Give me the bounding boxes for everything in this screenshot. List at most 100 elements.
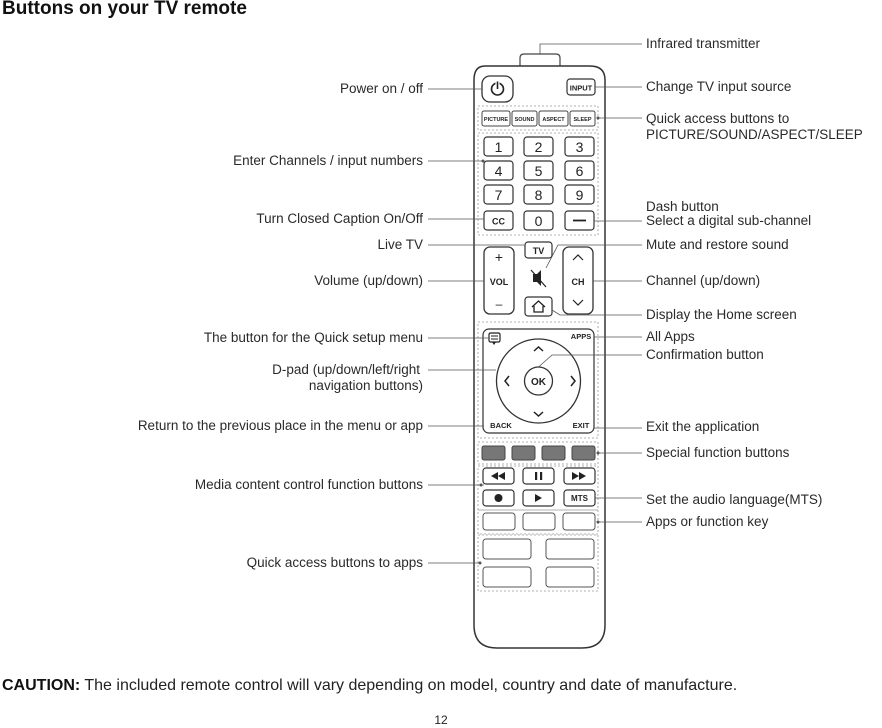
caution-text: The included remote control will vary de… [80, 677, 738, 694]
label-input: Change TV input source [646, 79, 792, 94]
digit-button-6[interactable] [564, 160, 595, 181]
digit-button-3[interactable] [564, 136, 595, 157]
label-media: Media content control function buttons [194, 477, 423, 492]
caution-note: CAUTION: The included remote control wil… [2, 677, 737, 695]
app-key-2 [522, 512, 556, 531]
label-app-key: Apps or function key [646, 514, 769, 529]
zero-button [523, 210, 554, 231]
svg-text:0: 0 [535, 213, 543, 229]
digit-label-5: 5 [535, 163, 543, 179]
label-apps: All Apps [646, 329, 695, 344]
page-title: Buttons on your TV remote [2, 0, 247, 19]
quick-setup-icon [488, 332, 501, 345]
svg-text:SOUND: SOUND [515, 117, 535, 123]
label-power: Power on / off [339, 81, 423, 96]
digit-button-5[interactable] [523, 160, 554, 181]
digit-button-7[interactable] [483, 184, 514, 205]
pause-button [522, 467, 555, 485]
svg-text:MTS: MTS [571, 494, 589, 503]
cc-button [483, 210, 514, 231]
svg-text:CC: CC [492, 217, 505, 227]
label-dpad-line2: navigation buttons) [308, 378, 423, 393]
special-button-2 [511, 445, 536, 461]
digit-label-7: 7 [495, 187, 503, 203]
svg-text:BACK: BACK [490, 421, 512, 430]
digit-label-6: 6 [576, 163, 584, 179]
digit-button-2[interactable] [523, 136, 554, 157]
digit-label-4: 4 [495, 163, 503, 179]
label-ir: Infrared transmitter [646, 36, 761, 51]
svg-text:+: + [495, 249, 503, 265]
label-back: Return to the previous place in the menu… [137, 418, 423, 433]
label-channel: Channel (up/down) [646, 273, 761, 288]
quick-app-4 [545, 566, 595, 588]
digit-label-1: 1 [495, 139, 503, 155]
volume-rocker [483, 246, 515, 315]
svg-text:ASPECT: ASPECT [542, 117, 565, 123]
digit-label-8: 8 [535, 187, 543, 203]
aspect-button [538, 110, 569, 127]
svg-text:–: – [496, 297, 503, 311]
digit-button-8[interactable] [523, 184, 554, 205]
digit-button-9[interactable] [564, 184, 595, 205]
input-label: INPUT [570, 84, 593, 93]
digit-button-1[interactable] [483, 136, 514, 157]
label-dash-2: Select a digital sub-channel [646, 213, 812, 228]
dpad-right-icon [570, 375, 576, 387]
label-dash-1: Dash button [646, 199, 719, 214]
special-button-3 [541, 445, 566, 461]
channel-rocker [562, 246, 594, 315]
fast-forward-icon [572, 472, 586, 480]
svg-text:OK: OK [531, 377, 547, 388]
label-livetv: Live TV [377, 237, 423, 252]
page-number: 12 [434, 713, 448, 727]
chevron-down-icon [572, 299, 584, 306]
home-button [524, 296, 553, 317]
special-button-1 [481, 445, 506, 461]
label-mute: Mute and restore sound [646, 237, 789, 252]
label-quick-setup: The button for the Quick setup menu [203, 330, 423, 345]
digit-button-4[interactable] [483, 160, 514, 181]
svg-text:CH: CH [572, 277, 585, 287]
label-ok: Confirmation button [646, 347, 764, 362]
tv-button [524, 241, 553, 259]
label-dpad-line1: D-pad (up/down/left/right [272, 362, 420, 377]
quick-app-3 [482, 566, 532, 588]
special-button-4 [571, 445, 596, 461]
svg-text:TV: TV [533, 246, 545, 256]
app-key-3 [562, 512, 596, 531]
svg-text:PICTURE: PICTURE [484, 117, 508, 123]
label-quick-access-2: PICTURE/SOUND/ASPECT/SLEEP [646, 127, 863, 142]
label-mts: Set the audio language(MTS) [646, 492, 823, 507]
label-home: Display the Home screen [646, 307, 797, 322]
mute-icon [530, 269, 547, 288]
label-quick-apps: Quick access buttons to apps [246, 555, 423, 570]
quick-app-1 [482, 538, 532, 560]
home-icon [531, 300, 546, 313]
svg-text:EXIT: EXIT [573, 421, 590, 430]
app-key-1 [482, 512, 516, 531]
caution-label: CAUTION: [2, 677, 81, 694]
label-cc: Turn Closed Caption On/Off [256, 211, 423, 226]
chevron-up-icon [572, 254, 584, 261]
play-icon [535, 494, 542, 502]
svg-text:APPS: APPS [571, 332, 591, 341]
leader-lines [428, 43, 642, 564]
label-numbers: Enter Channels / input numbers [233, 153, 423, 168]
svg-text:SLEEP: SLEEP [573, 117, 591, 123]
label-quick-access-1: Quick access buttons to [646, 111, 790, 126]
label-exit: Exit the application [646, 419, 760, 434]
record-icon [494, 494, 503, 502]
digit-label-3: 3 [576, 139, 584, 155]
label-special: Special function buttons [646, 445, 790, 460]
dpad-left-icon [504, 375, 510, 387]
quick-app-2 [545, 538, 595, 560]
picture-button [481, 110, 511, 127]
rewind-icon [491, 472, 505, 480]
dpad-up-icon [533, 345, 544, 352]
sleep-button [569, 110, 596, 127]
dpad-down-icon [533, 411, 544, 418]
sound-button [511, 110, 538, 127]
